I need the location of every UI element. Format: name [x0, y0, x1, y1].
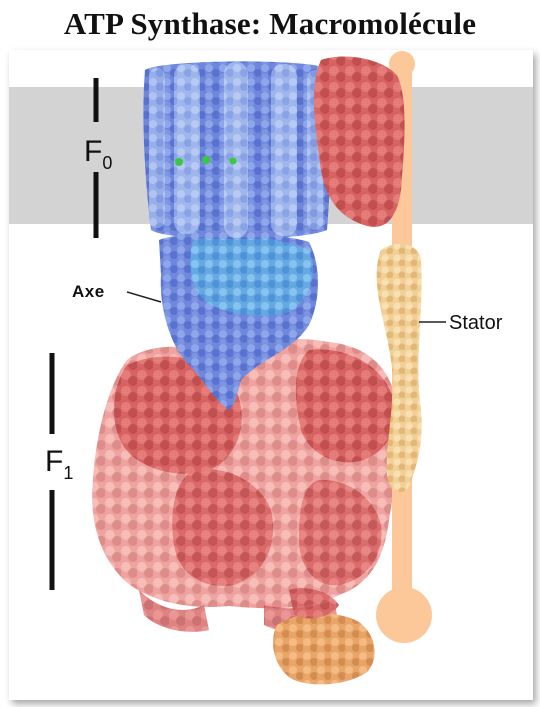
- page-title: ATP Synthase: Macromolécule: [63, 6, 477, 41]
- f0-label: F0: [84, 135, 113, 173]
- axe-leader-line: [126, 291, 162, 303]
- green-marker: [175, 158, 183, 166]
- green-marker: [202, 156, 210, 164]
- c-ring: [143, 61, 331, 239]
- green-marker: [229, 157, 237, 165]
- axle-shaft: [159, 232, 318, 410]
- subunit-a: [314, 56, 405, 227]
- delta-subunit: [273, 613, 375, 685]
- f1-head: [92, 338, 399, 633]
- axe-label: Axe: [72, 282, 105, 301]
- stator-helix: [376, 244, 422, 492]
- atp-synthase-illustration: F0 F1 Axe Stator: [9, 50, 533, 700]
- stator-label: Stator: [449, 312, 503, 334]
- f1-label: F1: [45, 445, 74, 483]
